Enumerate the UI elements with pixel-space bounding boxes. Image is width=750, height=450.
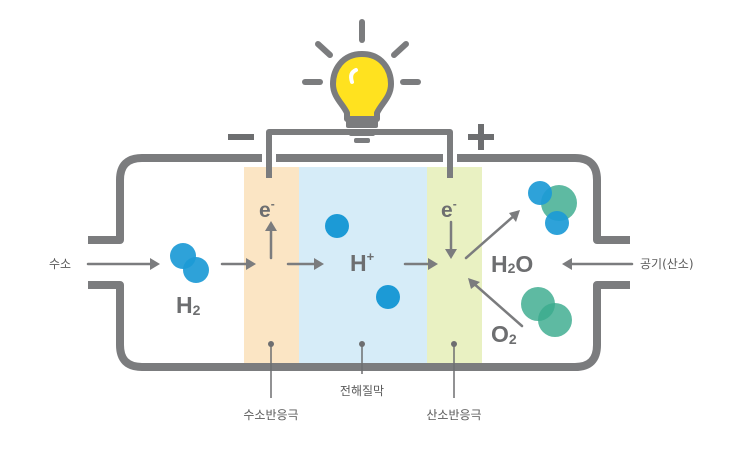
water-molecule xyxy=(528,181,577,235)
hydrogen-ion-dot xyxy=(376,285,400,309)
hydrogen-molecule-label: H2 xyxy=(176,292,201,318)
water-label: H2O xyxy=(491,251,533,277)
air-input-label: 공기(산소) xyxy=(640,257,694,271)
hydrogen-input-label: 수소 xyxy=(49,257,71,271)
hydrogen-molecule xyxy=(170,243,209,283)
cathode-label: 산소반응극 xyxy=(426,408,481,422)
hydrogen-ion-label: H+ xyxy=(350,249,375,276)
anode-label: 수소반응극 xyxy=(243,408,298,422)
light-bulb-icon xyxy=(302,19,421,143)
electron-label-cathode: e- xyxy=(441,197,457,222)
oxygen-molecule-label: O2 xyxy=(491,321,517,347)
arrow-oxygen-in xyxy=(470,280,524,328)
minus-sign xyxy=(228,134,254,140)
plus-sign-v xyxy=(478,124,484,150)
electrolyte-label: 전해질막 xyxy=(340,384,384,398)
oxygen-molecule xyxy=(521,287,572,337)
arrow-to-water xyxy=(464,212,518,260)
electron-label-anode: e- xyxy=(259,197,275,222)
cell-housing xyxy=(88,154,630,371)
hydrogen-ion-dot xyxy=(325,214,349,238)
